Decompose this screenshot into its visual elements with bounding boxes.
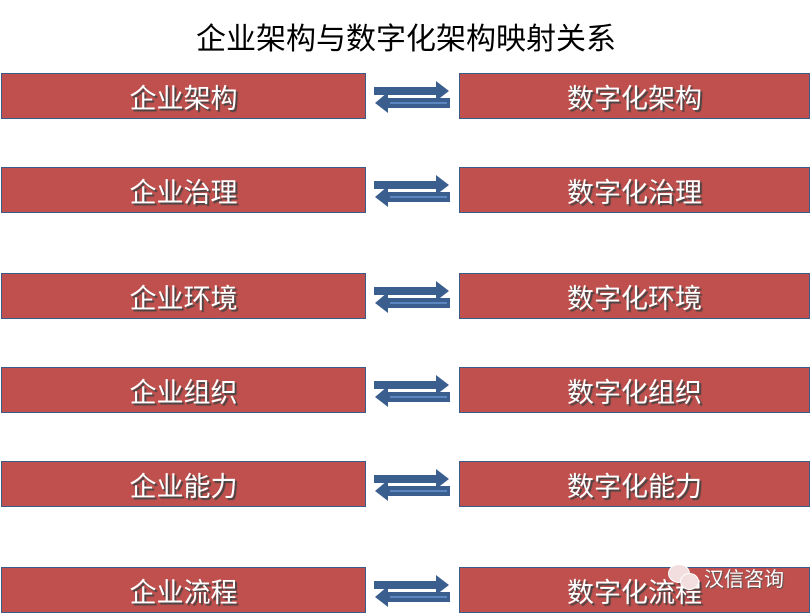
enterprise-label: 企业架构 — [129, 83, 238, 115]
digital-label: 数字化能力 — [567, 471, 702, 503]
watermark: 汉信咨询 — [668, 563, 784, 592]
bidirectional-arrow-icon — [374, 469, 450, 501]
digital-box: 数字化流程 — [459, 567, 810, 613]
digital-box: 数字化治理 — [459, 167, 810, 213]
digital-label: 数字化组织 — [567, 377, 702, 409]
enterprise-box: 企业架构 — [1, 73, 366, 119]
digital-box: 数字化环境 — [459, 273, 810, 319]
digital-label: 数字化架构 — [567, 83, 702, 115]
enterprise-label: 企业治理 — [129, 177, 238, 209]
enterprise-box: 企业环境 — [1, 273, 366, 319]
enterprise-label: 企业能力 — [129, 471, 238, 503]
digital-box: 数字化组织 — [459, 367, 810, 413]
digital-box: 数字化架构 — [459, 73, 810, 119]
enterprise-label: 企业流程 — [129, 577, 238, 609]
watermark-text: 汉信咨询 — [704, 567, 784, 591]
enterprise-box: 企业流程 — [1, 567, 366, 613]
digital-box: 数字化能力 — [459, 461, 810, 507]
bidirectional-arrow-icon — [374, 175, 450, 207]
digital-label: 数字化流程 — [567, 577, 702, 609]
bidirectional-arrow-icon — [374, 375, 450, 407]
enterprise-label: 企业组织 — [129, 377, 238, 409]
digital-label: 数字化治理 — [567, 177, 702, 209]
enterprise-box: 企业能力 — [1, 461, 366, 507]
enterprise-label: 企业环境 — [129, 283, 238, 315]
enterprise-box: 企业组织 — [1, 367, 366, 413]
diagram-title: 企业架构与数字化架构映射关系 — [196, 22, 616, 57]
bidirectional-arrow-icon — [374, 281, 450, 313]
bidirectional-arrow-icon — [374, 81, 450, 113]
digital-label: 数字化环境 — [567, 283, 702, 315]
enterprise-box: 企业治理 — [1, 167, 366, 213]
bidirectional-arrow-icon — [374, 575, 450, 607]
wechat-icon — [668, 563, 700, 592]
